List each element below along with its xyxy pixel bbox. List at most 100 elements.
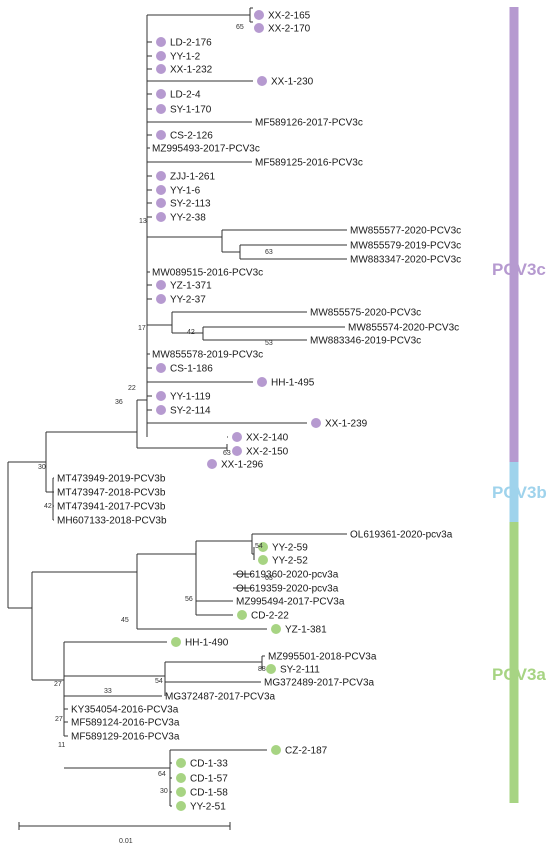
branch-segment [147, 311, 345, 341]
leaf-label: MW089515-2016-PCV3c [152, 268, 263, 279]
clade-label-pcv3b: PCV3b [492, 483, 547, 502]
leaf-label: YY-2-51 [190, 802, 226, 813]
branch-segment [233, 573, 252, 589]
branch-segment [226, 436, 228, 452]
leaf-dot [156, 198, 166, 208]
branch-segment [31, 553, 267, 680]
leaf-dot [156, 171, 166, 181]
leaf-label: LD-2-4 [170, 90, 201, 101]
leaf-label: MG372489-2017-PCV3a [264, 678, 375, 689]
leaf-dot [271, 624, 281, 634]
branch-segment [196, 533, 347, 560]
leaf-dot [156, 363, 166, 373]
bootstrap-value: 42 [44, 503, 52, 510]
leaf-label: HH-1-490 [185, 638, 229, 649]
leaf-dot [156, 64, 166, 74]
leaf-dot [258, 555, 268, 565]
bootstrap-value: 54 [155, 678, 163, 685]
bootstrap-value: 64 [158, 771, 166, 778]
bootstrap-value: 27 [55, 716, 63, 723]
leaf-dot [207, 459, 217, 469]
branch-segment [136, 399, 227, 449]
leaf-label: KY354054-2016-PCV3a [71, 705, 179, 716]
leaf-dot [266, 664, 276, 674]
bootstrap-value: 33 [104, 688, 112, 695]
leaf-dot [311, 418, 321, 428]
leaf-dot [156, 391, 166, 401]
leaf-label: SY-1-170 [170, 105, 212, 116]
bootstrap-value: 30 [160, 788, 168, 795]
leaf-dot [156, 294, 166, 304]
bootstrap-value: 30 [38, 464, 46, 471]
leaf-label: MZ995501-2018-PCV3a [268, 652, 377, 663]
branch-segment [147, 121, 252, 163]
leaf-label: SY-2-113 [170, 199, 211, 210]
leaf-dot [271, 745, 281, 755]
bootstrap-value: 56 [185, 596, 193, 603]
leaf-label: YY-2-38 [170, 213, 206, 224]
leaf-label: YY-1-2 [170, 52, 201, 63]
branch-segment [147, 229, 347, 260]
leaf-label: SY-2-114 [170, 406, 211, 417]
leaf-label: XX-1-239 [325, 419, 368, 430]
leaf-label: MW855577-2020-PCV3c [350, 226, 461, 237]
leaf-dot [156, 212, 166, 222]
leaf-label: HH-1-495 [271, 378, 315, 389]
leaf-label: OL619359-2020-pcv3a [236, 584, 339, 595]
leaf-label: YY-1-6 [170, 186, 201, 197]
branch-segment [64, 749, 267, 807]
bootstrap-values: 6513631742532236633042546356452788543327… [38, 24, 273, 795]
branch-segment [52, 477, 54, 521]
bootstrap-value: 13 [139, 218, 147, 225]
bootstrap-value: 54 [255, 543, 263, 550]
leaf-label: MW855579-2019-PCV3c [350, 241, 461, 252]
leaf-label: SY-2-111 [280, 665, 320, 676]
leaf-label: MZ995493-2017-PCV3c [152, 144, 260, 155]
branch-segment [45, 431, 137, 493]
branch-segment [195, 541, 233, 616]
leaf-label: XX-1-230 [271, 77, 314, 88]
branch-segment [147, 353, 307, 424]
leaf-label: MH607133-2018-PCV3b [57, 516, 167, 527]
leaf-label: MF589125-2016-PCV3c [255, 158, 363, 169]
leaf-dot [156, 104, 166, 114]
clade-bars: PCV3c PCV3b PCV3a [492, 7, 547, 803]
branch-segment [147, 41, 253, 110]
leaf-label: ZJJ-1-261 [170, 172, 215, 183]
bootstrap-value: 17 [138, 325, 146, 332]
leaf-label: YY-2-59 [272, 543, 308, 554]
bootstrap-value: 63 [265, 575, 273, 582]
leaf-dot [254, 23, 264, 33]
bootstrap-value: 42 [187, 329, 195, 336]
leaf-label: MF589129-2016-PCV3a [71, 732, 180, 743]
branch-segment [7, 461, 46, 609]
leaf-label: CD-1-33 [190, 759, 228, 770]
leaf-dot [254, 10, 264, 20]
leaf-label: MW883346-2019-PCV3c [310, 336, 421, 347]
leaf-label: XX-1-296 [221, 460, 264, 471]
branch-segment [147, 175, 152, 218]
leaf-label: MW855578-2019-PCV3c [152, 350, 263, 361]
bootstrap-value: 63 [265, 249, 273, 256]
leaf-labels: XX-2-165XX-2-170LD-2-176YY-1-2XX-1-232XX… [57, 11, 461, 813]
leaf-label: CD-1-58 [190, 788, 228, 799]
leaf-dot [156, 51, 166, 61]
leaf-label: MW855574-2020-PCV3c [348, 323, 459, 334]
leaf-dot [257, 377, 267, 387]
leaf-dot [176, 773, 186, 783]
leaf-label: XX-2-165 [268, 11, 311, 22]
leaf-label: CD-1-57 [190, 774, 228, 785]
leaf-label: MW883347-2020-PCV3c [350, 255, 461, 266]
bootstrap-value: 22 [128, 385, 136, 392]
bootstrap-value: 63 [223, 450, 231, 457]
bootstrap-value: 65 [236, 24, 244, 31]
leaf-label: MG372487-2017-PCV3a [165, 692, 276, 703]
bootstrap-value: 27 [54, 681, 62, 688]
scale-bar: 0.01 [18, 822, 231, 845]
branch-segment [32, 641, 167, 736]
leaf-label: OL619361-2020-pcv3a [350, 530, 453, 541]
leaf-label: YY-2-52 [272, 556, 308, 567]
branch-segment [147, 7, 253, 23]
leaf-label: CS-2-126 [170, 131, 213, 142]
leaf-dot [156, 185, 166, 195]
